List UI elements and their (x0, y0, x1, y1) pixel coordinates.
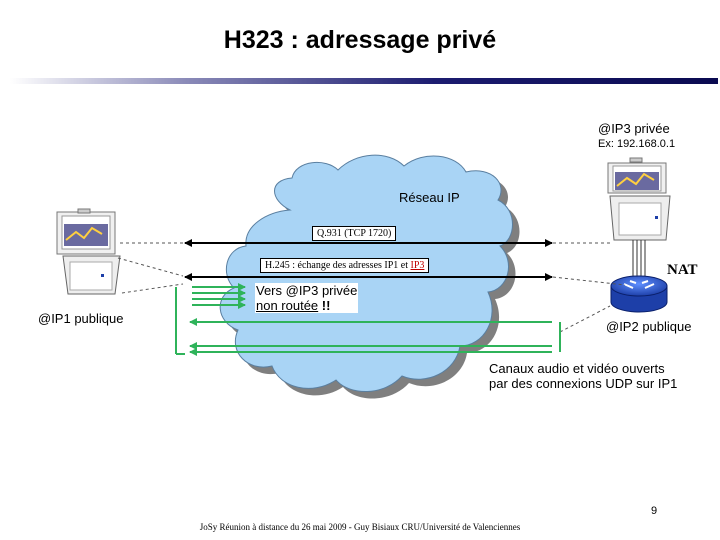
computer-icon (56, 208, 121, 295)
ip1-label: @IP1 publique (38, 311, 124, 326)
h245-text: H.245 : échange des adresses IP1 et (265, 260, 411, 271)
warning-line2: non routée (256, 298, 319, 313)
computer-icon (607, 157, 671, 241)
footer: JoSy Réunion à distance du 26 mai 2009 -… (199, 522, 521, 532)
ip3-example: Ex: 192.168.0.1 (598, 138, 676, 150)
nat-label: NAT (667, 262, 698, 278)
q931-label: Q.931 (TCP 1720) (312, 226, 397, 241)
ip2-label: @IP2 publique (606, 319, 692, 334)
warning-line1: Vers @IP3 privée (256, 283, 358, 298)
channels-line1: Canaux audio et vidéo ouverts (489, 361, 665, 376)
warning-note: Vers @IP3 privée non routée !! (255, 283, 359, 313)
channels-note: Canaux audio et vidéo ouverts par des co… (487, 361, 680, 391)
title-rule (10, 78, 718, 84)
warning-suffix: !! (318, 298, 331, 313)
channels-line2: par des connexions UDP sur IP1 (489, 376, 678, 391)
page-number: 9 (651, 505, 658, 517)
ip3-label: @IP3 privée (598, 121, 670, 136)
router-icon (610, 275, 668, 313)
h245-label: H.245 : échange des adresses IP1 et IP3 (260, 258, 430, 273)
h245-highlight: IP3 (410, 260, 425, 271)
network-label: Réseau IP (399, 190, 460, 205)
page-title: H323 : adressage privé (223, 26, 497, 54)
cloud-icon (219, 154, 520, 399)
